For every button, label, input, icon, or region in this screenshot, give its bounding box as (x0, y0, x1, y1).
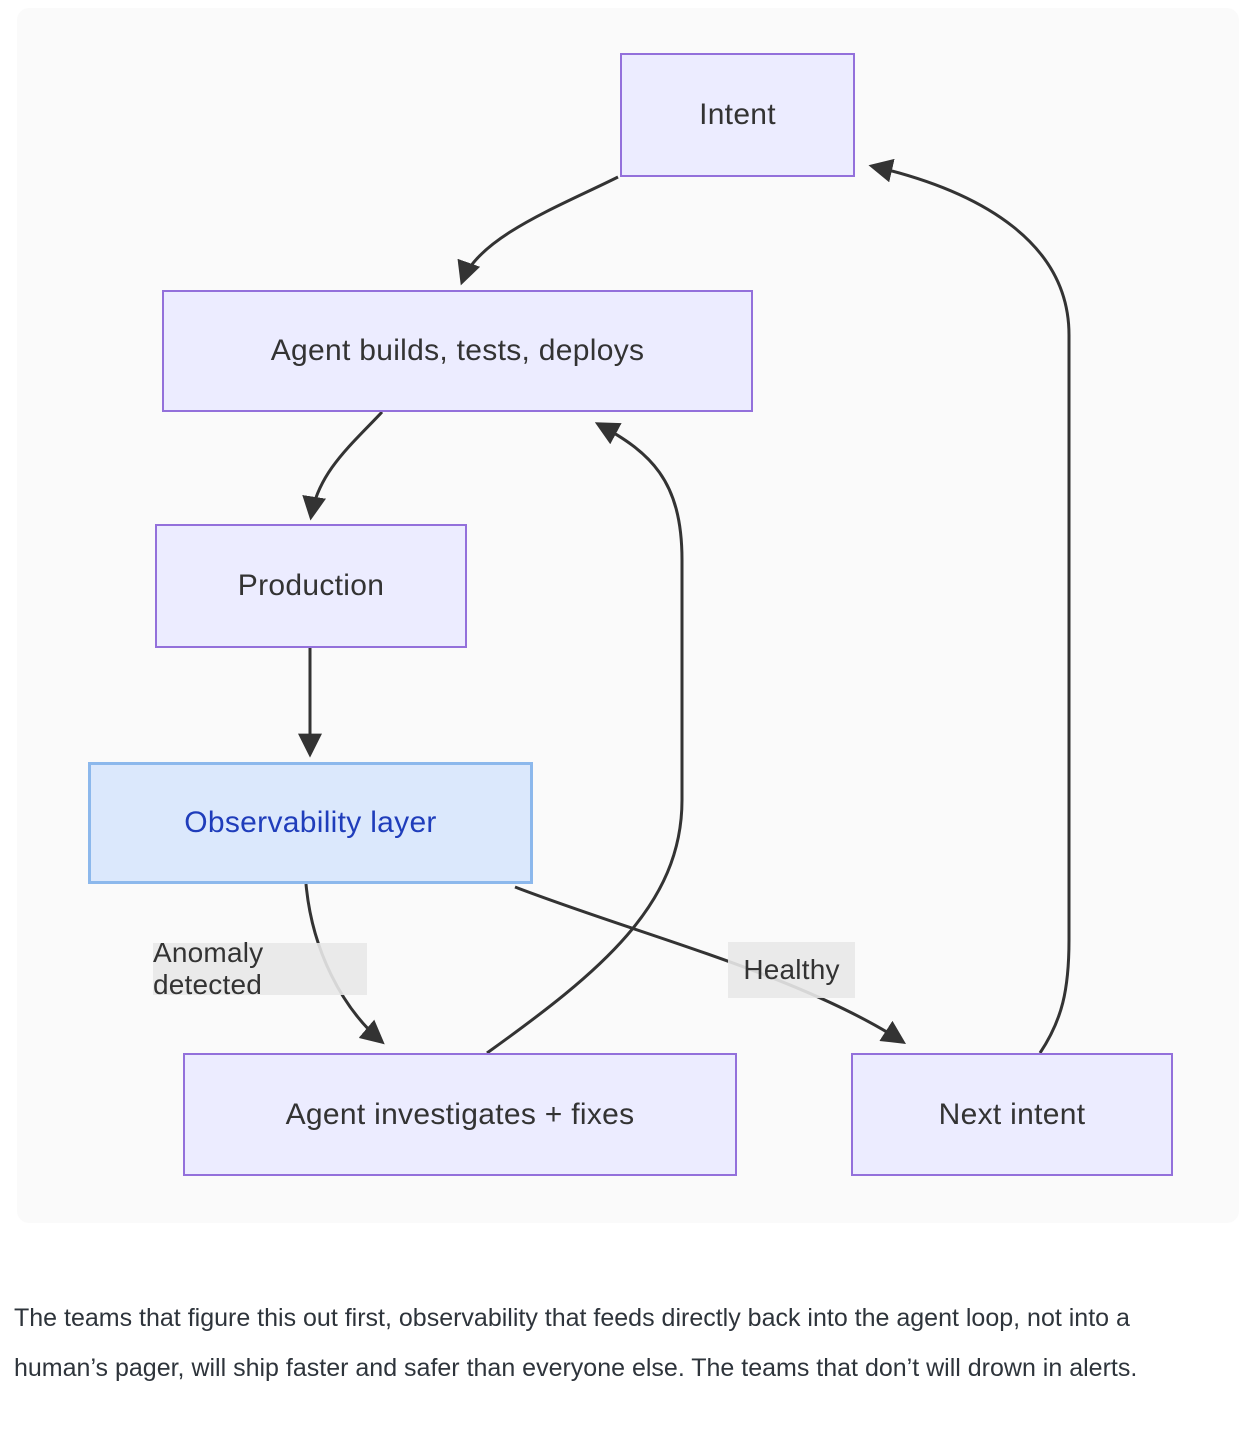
node-production: Production (155, 524, 467, 648)
edge-intent-to-agent-builds (457, 175, 619, 286)
edge-observability-to-next-intent (514, 885, 907, 1044)
edge-label-healthy: Healthy (728, 942, 855, 998)
edge-agent-builds-to-production (302, 410, 384, 521)
node-observability-layer: Observability layer (88, 762, 533, 884)
node-agent-investigates-fixes: Agent investigates + fixes (183, 1053, 737, 1176)
flowchart-edges (298, 158, 1071, 1055)
edge-agent-investigates-to-agent-builds (486, 422, 684, 1055)
edge-next-intent-to-intent (868, 158, 1071, 1054)
edge-label-anomaly-detected: Anomaly detected (153, 937, 367, 1000)
caption-text: The teams that figure this out first, ob… (14, 1304, 1138, 1382)
node-intent: Intent (620, 53, 855, 177)
node-next-intent: Next intent (851, 1053, 1173, 1176)
node-agent-builds-tests-deploys: Agent builds, tests, deploys (162, 290, 753, 412)
